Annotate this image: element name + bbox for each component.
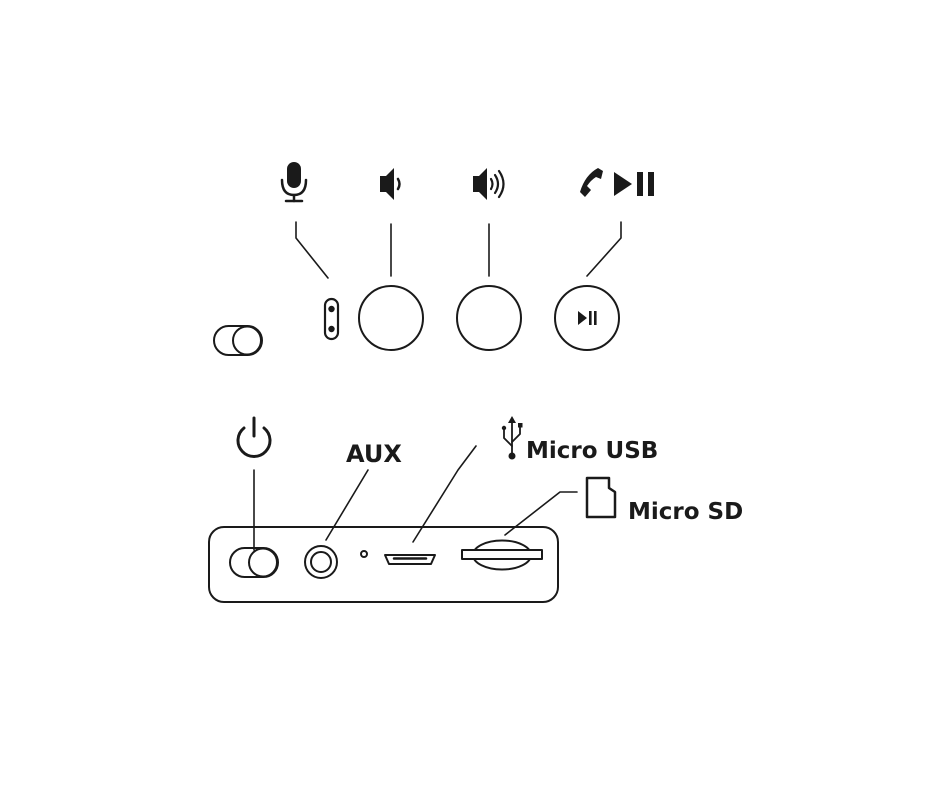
play-pause-button[interactable] [555, 286, 619, 350]
play-pause-icon [578, 311, 597, 325]
microphone-icon [282, 162, 306, 201]
aux-jack[interactable] [305, 546, 337, 578]
mode-toggle-switch[interactable] [214, 326, 262, 355]
power-switch[interactable] [230, 548, 278, 577]
port-panel [209, 527, 558, 602]
call-play-pause-icon [580, 168, 654, 197]
usb-icon [502, 416, 523, 460]
micro-sd-card-icon [587, 478, 615, 517]
status-led [361, 551, 367, 557]
volume-down-icon [380, 168, 400, 200]
microphone-hole [325, 299, 338, 339]
micro-sd-label: Micro SD [628, 499, 743, 525]
micro-usb-port[interactable] [385, 555, 435, 564]
micro-sd-slot[interactable] [462, 541, 542, 570]
volume-up-button[interactable] [457, 286, 521, 350]
volume-up-icon [473, 168, 504, 200]
volume-down-button[interactable] [359, 286, 423, 350]
aux-label: AUX [346, 440, 402, 468]
micro-usb-label: Micro USB [526, 438, 658, 464]
power-icon [238, 418, 270, 456]
leader-lines-top [296, 222, 621, 278]
